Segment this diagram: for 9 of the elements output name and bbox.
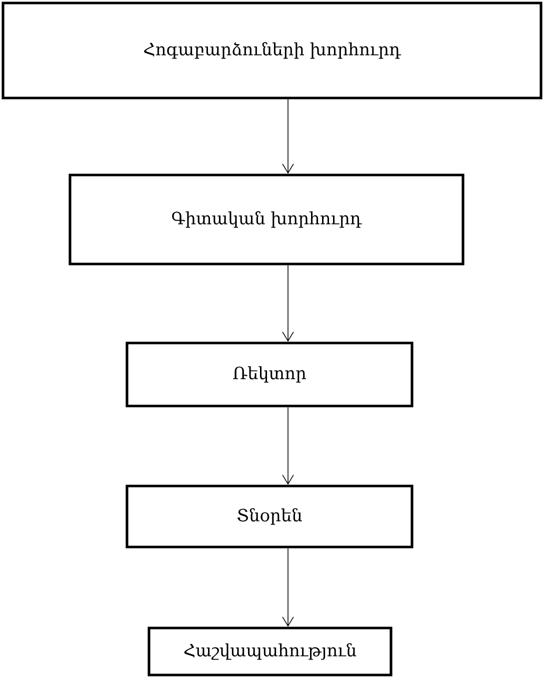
arrow xyxy=(282,548,294,627)
process-box: Տնօրեն xyxy=(126,484,414,548)
process-box: Հոգաբարձուների խորհուրդ xyxy=(2,2,542,100)
arrow xyxy=(282,406,294,485)
arrow xyxy=(282,264,294,342)
process-box: Ռեկտոր xyxy=(126,342,414,408)
process-box: Հաշվապահություն xyxy=(148,626,392,676)
process-box: Գիտական խորհուրդ xyxy=(68,174,464,266)
arrow xyxy=(282,98,294,174)
